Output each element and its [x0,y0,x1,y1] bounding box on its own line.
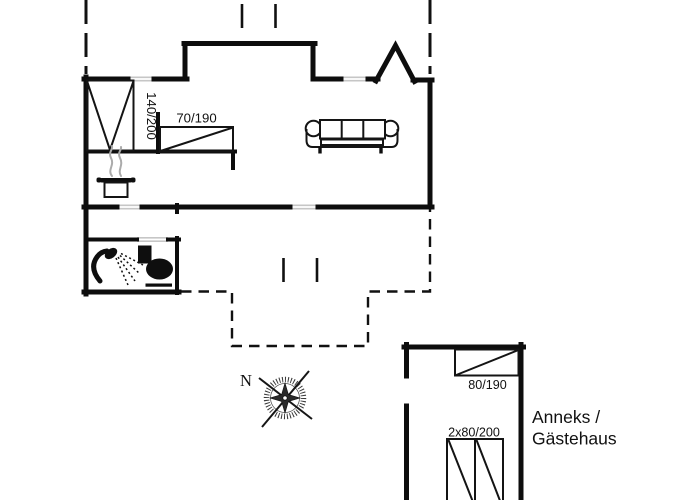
single-bed-outline [159,126,234,153]
double-bed-diagonals [86,80,135,151]
window-bathroom [137,237,168,242]
window-markers [117,76,368,242]
label-bed-140-200: 140/200 [144,92,159,140]
opening-ticks [240,4,319,282]
bathroom-walls [81,203,182,295]
cooking-pot-icon [96,145,136,198]
label-bed-70-190: 70/190 [176,111,216,126]
annex-single-bed-symbol [454,348,520,377]
compass-tick-ring [263,376,307,420]
terrace-dashed-outline [181,209,432,348]
sofa-icon [304,119,400,154]
annex-walls [401,342,526,500]
bay-window-wall [372,40,418,85]
annex-label-line2: Gästehaus [532,429,617,449]
shower-icon [91,247,144,286]
compass-north-label: N [240,371,252,390]
labels: 140/200 70/190 80/190 2x80/200 Anneks / … [144,92,617,448]
annex-double-bed-symbol [446,438,504,500]
main-house-walls [81,40,435,297]
double-bed-symbol [86,79,135,152]
compass-rose-icon [258,370,313,428]
terrace-door [290,204,318,210]
kitchen-divider-wall [84,149,237,170]
toilet-icon [138,245,173,287]
window-bottom-left [117,204,142,210]
window-top-right [341,76,368,82]
wall-right [410,77,435,210]
single-bed-symbol [159,126,234,153]
label-bed-80-190: 80/190 [468,378,507,392]
wall-top [81,41,381,82]
steam-1 [109,145,114,177]
steam-2 [118,146,123,177]
dashed-outline [84,0,432,348]
label-bed-2x80-200: 2x80/200 [448,426,500,440]
single-bed-diagonal [160,126,234,152]
double-bed-outline [86,79,135,152]
annex-label-line1: Anneks / [532,407,600,427]
